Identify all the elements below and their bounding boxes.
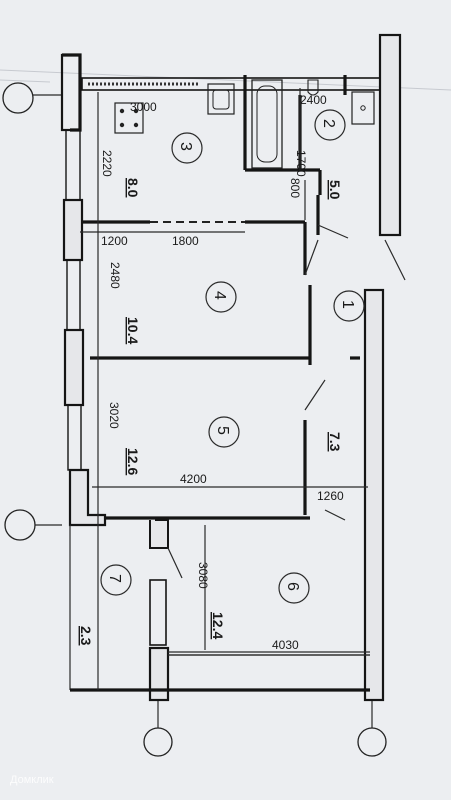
room-4-area: 10.4: [125, 317, 141, 344]
corridor-area: 7.3: [327, 432, 343, 452]
room-3-number: 3: [177, 142, 194, 151]
room-2-number: 2: [320, 119, 337, 128]
dim-4200: 4200: [180, 472, 207, 486]
room-1-marker: 1: [333, 290, 365, 322]
room-2-marker: 2: [314, 109, 346, 141]
room-6-area: 12.4: [210, 612, 226, 639]
room-6-number: 6: [284, 582, 301, 591]
watermark-label: Домклик: [10, 774, 54, 786]
dim-2480: 2480: [108, 262, 122, 289]
watermark: Домклик: [10, 774, 54, 786]
room-7-number: 7: [106, 574, 123, 583]
toilet-icon: [307, 79, 319, 96]
dim-2220: 2220: [100, 150, 114, 177]
dim-3020: 3020: [107, 402, 121, 429]
axis-marker-bottom-left: [143, 700, 173, 757]
dim-1700: 1700: [294, 150, 308, 177]
room-3-marker: 3: [171, 132, 203, 164]
room-5-area: 12.6: [125, 448, 141, 475]
dim-2400: 2400: [300, 93, 327, 107]
door-swings: [167, 224, 406, 579]
kitchen-sink-icon: [207, 83, 235, 115]
dim-3000: 3000: [130, 100, 157, 114]
room-2-area: 5.0: [327, 180, 343, 200]
room-5-marker: 5: [208, 416, 240, 448]
dim-1800: 1800: [172, 234, 199, 248]
room-7-area: 2.3: [78, 626, 94, 646]
room-1-number: 1: [339, 300, 356, 309]
walls: [60, 33, 402, 702]
axis-marker-bottom-right: [357, 700, 387, 757]
washbasin-icon: [351, 91, 375, 125]
room-6-marker: 6: [278, 572, 310, 604]
room-4-marker: 4: [205, 281, 237, 313]
kitchen-stove-icon: [114, 102, 144, 134]
bathtub-icon: [251, 79, 283, 169]
dim-800: 800: [288, 178, 302, 198]
axis-marker-left-top: [2, 82, 62, 114]
room-5-number: 5: [214, 426, 231, 435]
axis-marker-left-mid: [4, 509, 62, 541]
dimension-lines: [80, 88, 370, 690]
dim-3080: 3080: [196, 562, 210, 589]
room-4-number: 4: [211, 291, 228, 300]
dim-1200: 1200: [101, 234, 128, 248]
dim-4030: 4030: [272, 638, 299, 652]
dim-1260: 1260: [317, 489, 344, 503]
room-7-marker: 7: [100, 564, 132, 596]
room-3-area: 8.0: [125, 178, 141, 198]
